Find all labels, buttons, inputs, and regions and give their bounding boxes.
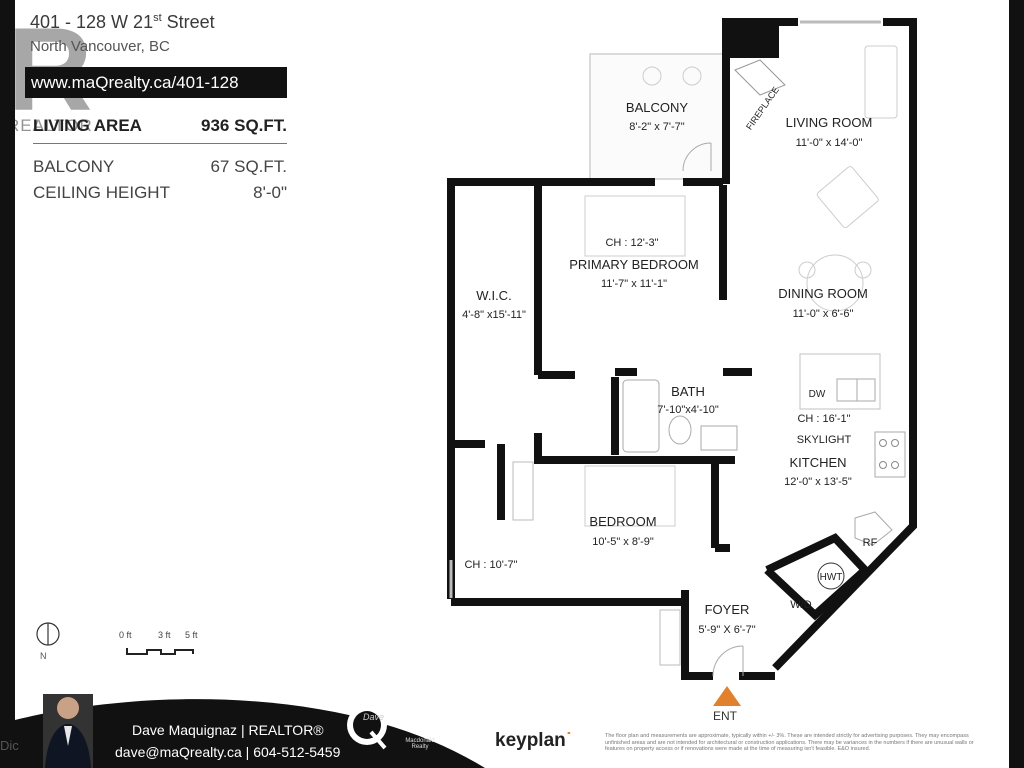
spec-ceiling-height: CEILING HEIGHT 8'-0" (33, 183, 287, 203)
macdonald-logo: Macdonald Realty (405, 738, 435, 750)
spec-divider (33, 143, 287, 144)
primary-bedroom-name: PRIMARY BEDROOM (569, 257, 699, 272)
dishwasher-label: DW (809, 389, 826, 400)
spec-label: LIVING AREA (33, 116, 142, 135)
entry-label: ENT (713, 709, 737, 723)
disclaimer-text: The floor plan and measurements are appr… (605, 733, 974, 752)
address-title: 401 - 128 W 21st Street (30, 12, 215, 33)
address-city: North Vancouver, BC (30, 38, 170, 55)
spec-label: CEILING HEIGHT (33, 183, 170, 202)
scale-label-5: 5 ft (185, 630, 198, 640)
address-main: 401 - 128 W 21 (30, 12, 154, 32)
keyplan-dot: ˙ (565, 730, 573, 751)
toilet (668, 415, 692, 445)
bath-name: BATH (671, 384, 705, 399)
skylight-label: SKYLIGHT (797, 434, 852, 446)
agent-name: Dave Maquignaz | REALTOR® (132, 722, 324, 738)
washer-dryer-label: W/D (790, 599, 811, 611)
living-room-dims: 11'-0" x 14'-0" (796, 137, 863, 149)
spec-value: 8'-0" (253, 183, 287, 202)
brand-dave: Dave (363, 712, 385, 722)
spec-value: 936 SQ.FT. (201, 116, 287, 135)
fridge-label: RF (863, 537, 878, 549)
kitchen-dims: 12'-0" x 13'-5" (784, 476, 852, 488)
bedroom-name: BEDROOM (589, 514, 656, 529)
agent-contact: dave@maQrealty.ca | 604-512-5459 (115, 744, 341, 760)
address-street: Street (161, 12, 215, 32)
bathtub (622, 379, 660, 453)
realtor-logo-text: REALTOR (15, 116, 93, 135)
primary-bedroom-dims: 11'-7" x 11'-1" (601, 278, 667, 290)
spec-balcony: BALCONY 67 SQ.FT. (33, 157, 287, 177)
balcony-name: BALCONY (626, 100, 688, 115)
cooktop (874, 431, 906, 478)
north-label: N (40, 651, 47, 661)
dining-room-name: DINING ROOM (778, 286, 868, 301)
address-suffix: st (153, 12, 162, 24)
fireplace-label: FIREPLACE (744, 85, 781, 132)
dining-room-dims: 11'-0" x 6'-6" (793, 308, 854, 320)
kitchen-name: KITCHEN (789, 455, 846, 470)
fireplace-chimney (724, 20, 779, 58)
foyer-dims: 5'-9" X 6'-7" (698, 624, 755, 636)
hwt-tank (817, 562, 845, 590)
foyer-name: FOYER (705, 602, 750, 617)
keyplan-logo: keyplan˙ (495, 730, 572, 752)
scale-bar (126, 648, 194, 655)
balcony-dims: 8'-2" x 7'-7" (629, 121, 685, 133)
scale-label-0: 0 ft (119, 630, 132, 640)
compass-icon (36, 622, 60, 646)
bedroom-dims: 10'-5" x 8'-9" (592, 536, 654, 548)
bedroom-ch: CH : 10'-7" (464, 559, 517, 571)
listing-url-link[interactable]: www.maQrealty.ca/401-128 (25, 67, 287, 98)
balcony-area (589, 53, 724, 180)
spec-label: BALCONY (33, 157, 115, 176)
scale-label-3: 3 ft (158, 630, 171, 640)
hwt-label: HWT (820, 572, 843, 583)
bath-dims: 7'-10"x4'-10" (657, 404, 719, 416)
entry-marker (713, 686, 741, 706)
primary-ch: CH : 12'-3" (605, 237, 658, 249)
living-room-name: LIVING ROOM (786, 115, 873, 130)
dic-text: Dic (0, 738, 19, 753)
spec-value: 67 SQ.FT. (210, 157, 287, 176)
keyplan-text: keyplan (495, 730, 566, 751)
floor-plan: BALCONY 8'-2" x 7'-7" FIREPLACE LIVING R… (447, 18, 917, 706)
spec-living-area: LIVING AREA 936 SQ.FT. (33, 116, 287, 136)
kitchen-ch: CH : 16'-1" (797, 413, 850, 425)
wic-dims: 4'-8" x15'-11" (462, 309, 526, 321)
listing-sheet: R 401 - 128 W 21st Street North Vancouve… (15, 0, 1009, 768)
agent-banner (15, 694, 485, 768)
wic-name: W.I.C. (476, 288, 511, 303)
